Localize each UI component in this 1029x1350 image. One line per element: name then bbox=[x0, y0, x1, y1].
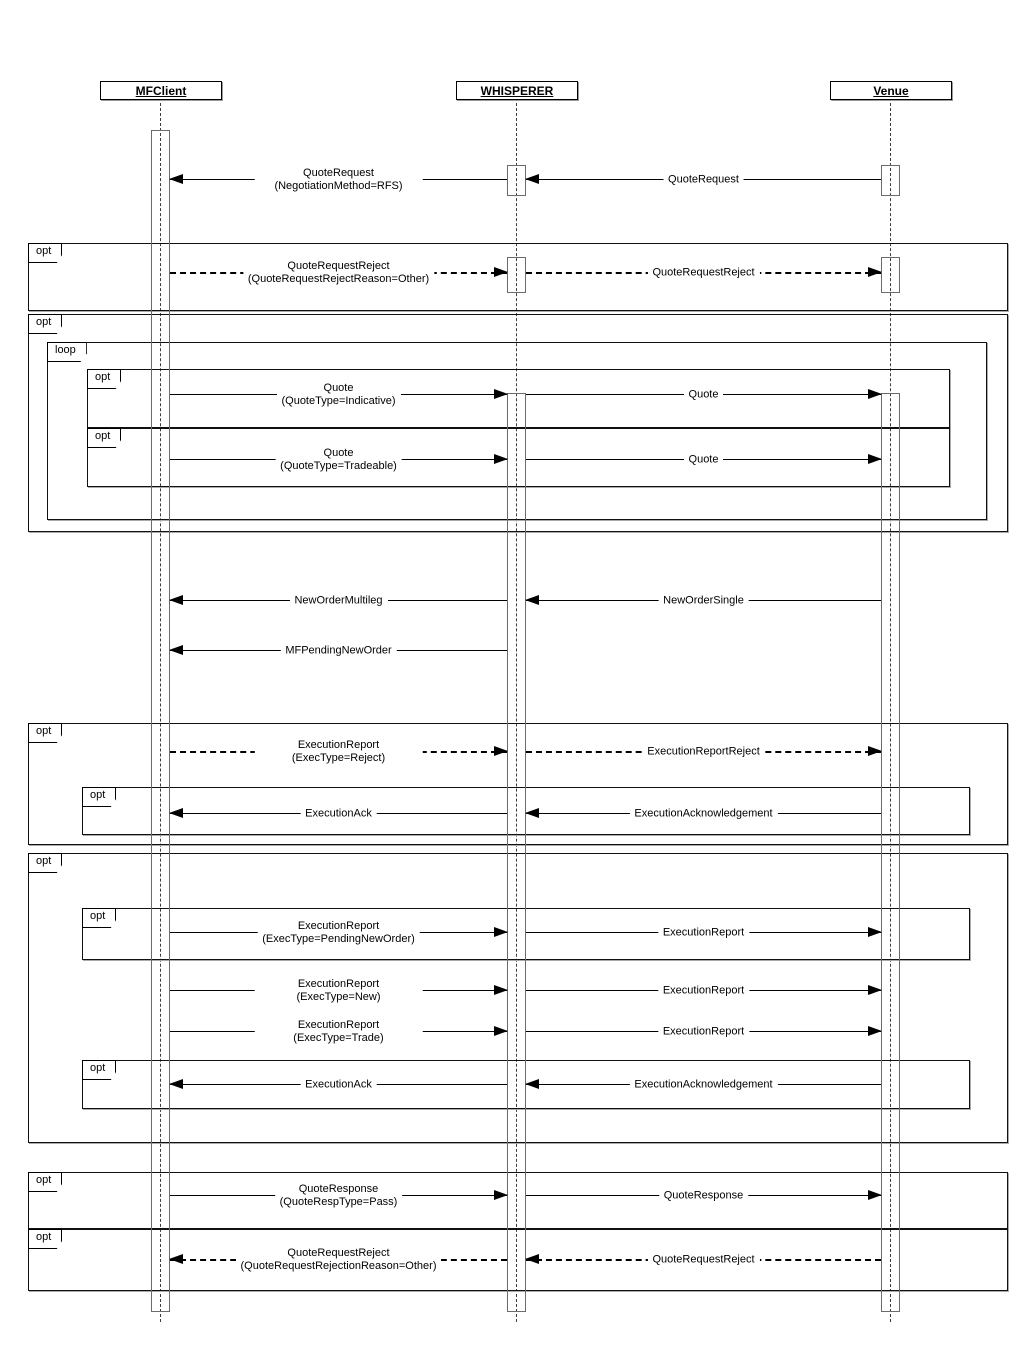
actor-venue-label: Venue bbox=[873, 83, 909, 98]
opt-frame-execution-pending: opt bbox=[82, 908, 970, 960]
lifeline-mfclient bbox=[160, 98, 161, 1322]
message-label: ExecutionReport (ExecType=New) bbox=[254, 978, 423, 1004]
arrowhead-left-icon bbox=[525, 808, 539, 818]
arrowhead-left-icon bbox=[169, 595, 183, 605]
arrowhead-right-icon bbox=[868, 1026, 882, 1036]
activation-bar-whisperer-main bbox=[507, 393, 526, 1312]
message-label: QuoteRequest bbox=[663, 173, 744, 187]
arrowhead-right-icon bbox=[868, 746, 882, 756]
lifeline-whisperer bbox=[516, 98, 517, 1322]
activation-bar-whisperer-reject bbox=[507, 257, 526, 293]
frame-label: opt bbox=[87, 369, 122, 389]
message-label: QuoteRequest (NegotiationMethod=RFS) bbox=[254, 167, 423, 193]
opt-frame-execution-ack-2: opt bbox=[82, 1060, 970, 1109]
arrowhead-right-icon bbox=[494, 985, 508, 995]
message-label: QuoteResponse (QuoteRespType=Pass) bbox=[274, 1183, 403, 1209]
opt-frame-quote-request-reject-top: opt bbox=[28, 243, 1008, 311]
arrowhead-right-icon bbox=[868, 985, 882, 995]
arrowhead-right-icon bbox=[494, 927, 508, 937]
activation-bar-venue-reject bbox=[881, 257, 900, 293]
frame-label: opt bbox=[28, 314, 63, 334]
message-label: ExecutionAck bbox=[300, 807, 377, 821]
arrowhead-left-icon bbox=[525, 1254, 539, 1264]
frame-label: opt bbox=[28, 243, 63, 263]
message-label: ExecutionReport (ExecType=Trade) bbox=[254, 1019, 423, 1045]
opt-frame-quote-tradeable: opt bbox=[87, 428, 950, 487]
opt-frame-quote-loop-wrapper: opt bbox=[28, 314, 1008, 532]
opt-frame-execution-reject: opt bbox=[28, 723, 1008, 845]
arrowhead-right-icon bbox=[494, 389, 508, 399]
message-label: Quote (QuoteType=Indicative) bbox=[276, 382, 401, 408]
frame-label: opt bbox=[82, 908, 117, 928]
arrowhead-right-icon bbox=[494, 1190, 508, 1200]
frame-label: opt bbox=[28, 853, 63, 873]
arrowhead-right-icon bbox=[494, 1026, 508, 1036]
frame-label: opt bbox=[82, 1060, 117, 1080]
actor-mfclient: MFClient bbox=[100, 81, 222, 100]
arrowhead-right-icon bbox=[868, 267, 882, 277]
arrowhead-right-icon bbox=[868, 1190, 882, 1200]
lifeline-venue bbox=[890, 98, 891, 1322]
activation-bar-venue-main bbox=[881, 393, 900, 1312]
frame-label: opt bbox=[28, 723, 63, 743]
message-label: Quote bbox=[683, 388, 724, 402]
message-label: ExecutionReport bbox=[657, 984, 750, 998]
frame-label: opt bbox=[82, 787, 117, 807]
arrowhead-left-icon bbox=[525, 595, 539, 605]
message-label: NewOrderMultileg bbox=[289, 594, 388, 608]
message-label: QuoteRequestReject bbox=[647, 1253, 760, 1267]
message-label: ExecutionAcknowledgement bbox=[629, 807, 778, 821]
activation-bar-whisperer-quote-request bbox=[507, 165, 526, 196]
arrowhead-right-icon bbox=[868, 454, 882, 464]
loop-frame-quotes: loop bbox=[47, 342, 987, 520]
message-label: QuoteRequestReject (QuoteRequestRejectio… bbox=[235, 1247, 442, 1273]
opt-frame-execution-ack-1: opt bbox=[82, 787, 970, 835]
message-label: ExecutionReport bbox=[657, 926, 750, 940]
message-label: ExecutionReportReject bbox=[642, 745, 765, 759]
message-label: Quote (QuoteType=Tradeable) bbox=[275, 447, 402, 473]
message-label: ExecutionAcknowledgement bbox=[629, 1078, 778, 1092]
frame-label: opt bbox=[87, 428, 122, 448]
actor-whisperer: WHISPERER bbox=[456, 81, 578, 100]
message-label: NewOrderSingle bbox=[658, 594, 749, 608]
actor-venue: Venue bbox=[830, 81, 952, 100]
message-label: Quote bbox=[683, 453, 724, 467]
arrowhead-left-icon bbox=[169, 174, 183, 184]
message-label: ExecutionReport bbox=[657, 1025, 750, 1039]
arrowhead-left-icon bbox=[525, 174, 539, 184]
frame-label: loop bbox=[47, 342, 87, 362]
arrowhead-left-icon bbox=[169, 645, 183, 655]
actor-whisperer-label: WHISPERER bbox=[480, 83, 554, 98]
actor-mfclient-label: MFClient bbox=[135, 83, 187, 98]
frame-label: opt bbox=[28, 1229, 63, 1249]
opt-frame-quote-indicative: opt bbox=[87, 369, 950, 428]
message-label: MFPendingNewOrder bbox=[280, 644, 397, 658]
message-label: QuoteResponse bbox=[658, 1189, 749, 1203]
arrowhead-right-icon bbox=[868, 927, 882, 937]
activation-bar-venue-quote-request bbox=[881, 165, 900, 196]
opt-frame-execution-reports: opt bbox=[28, 853, 1008, 1143]
arrowhead-left-icon bbox=[169, 808, 183, 818]
message-label: QuoteRequestReject bbox=[647, 266, 760, 280]
arrowhead-right-icon bbox=[494, 746, 508, 756]
arrowhead-right-icon bbox=[868, 389, 882, 399]
opt-frame-quote-request-reject-bottom: opt bbox=[28, 1229, 1008, 1291]
activation-bar-mfclient bbox=[151, 130, 170, 1312]
arrowhead-right-icon bbox=[494, 454, 508, 464]
message-label: ExecutionAck bbox=[300, 1078, 377, 1092]
arrowhead-left-icon bbox=[169, 1079, 183, 1089]
message-label: ExecutionReport (ExecType=Reject) bbox=[254, 739, 423, 765]
arrowhead-right-icon bbox=[494, 267, 508, 277]
message-label: ExecutionReport (ExecType=PendingNewOrde… bbox=[257, 920, 420, 946]
message-label: QuoteRequestReject (QuoteRequestRejectRe… bbox=[242, 260, 435, 286]
frame-label: opt bbox=[28, 1172, 63, 1192]
opt-frame-quote-response: opt bbox=[28, 1172, 1008, 1229]
arrowhead-left-icon bbox=[525, 1079, 539, 1089]
arrowhead-left-icon bbox=[169, 1254, 183, 1264]
